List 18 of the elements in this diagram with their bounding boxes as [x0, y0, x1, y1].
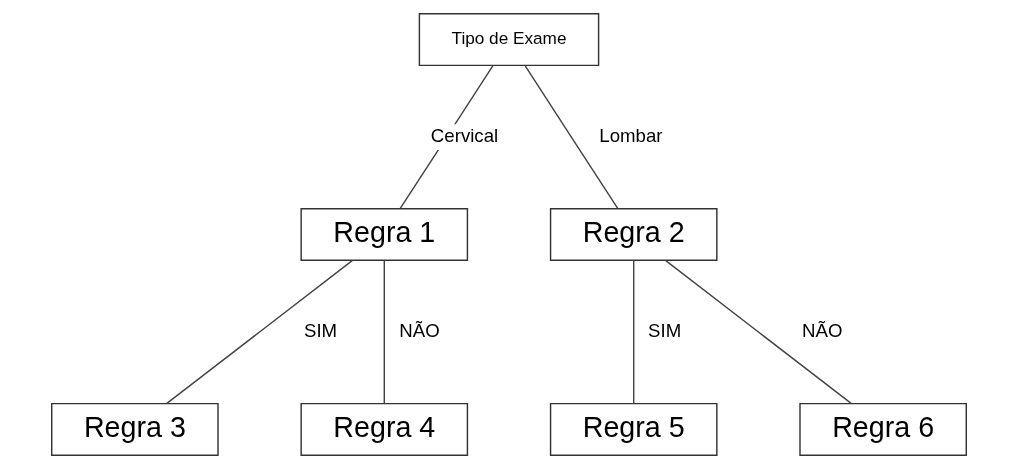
node-box: Regra 3	[51, 402, 219, 456]
node-box: Regra 4	[300, 402, 469, 456]
node-box: Regra 1	[300, 208, 469, 261]
edge-label: NÃO	[802, 319, 843, 341]
connector	[633, 259, 635, 405]
edge-label: SIM	[648, 319, 682, 341]
node-box: Regra 5	[549, 402, 718, 456]
edge-label: Cervical	[430, 124, 499, 146]
connector	[524, 65, 619, 210]
edge-label: NÃO	[399, 319, 440, 341]
edge-label: Lombar	[599, 124, 663, 146]
connector	[383, 259, 385, 405]
node-box: Regra 6	[799, 402, 967, 456]
connector	[665, 259, 852, 405]
node-box: Tipo de Exame	[418, 13, 600, 67]
node-box: Regra 2	[549, 208, 718, 261]
connector	[166, 259, 353, 405]
edge-label: SIM	[304, 319, 338, 341]
